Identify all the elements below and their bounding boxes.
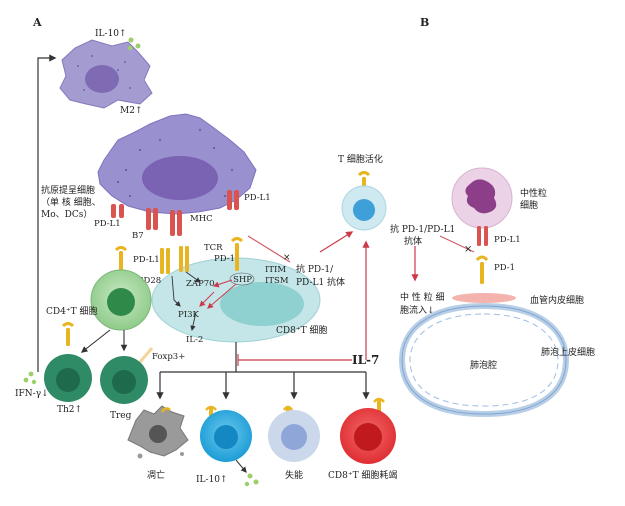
m2-dots xyxy=(77,55,131,91)
itim-label: ITIM xyxy=(265,265,286,275)
il10-cell xyxy=(200,405,252,462)
cd8-cell-label: CD8⁺T 细胞 xyxy=(276,324,327,336)
cd4-pdl1-receptor xyxy=(114,246,128,271)
foxp3-label: Foxp3+ xyxy=(152,352,185,362)
exhaustion-label: CD8⁺T 细胞耗竭 xyxy=(328,469,397,481)
t-activation-cell xyxy=(341,171,387,231)
b-antibody-x-mark: × xyxy=(464,244,472,255)
anergy-cell xyxy=(268,405,320,462)
apoptosis-label: 凋亡 xyxy=(147,469,165,481)
shp-pi3k-inhibit xyxy=(207,283,237,309)
il10-bottom-label: IL-10↑ xyxy=(196,475,228,485)
apc-title-label: 抗原提呈细胞 xyxy=(41,184,95,196)
t-activation-label: T 细胞活化 xyxy=(338,153,383,165)
b7-label: B7 xyxy=(132,231,144,241)
treg-cell xyxy=(100,347,154,404)
b-pd1-label: PD-1 xyxy=(494,263,515,273)
b-anti-line1: 抗 PD-1/PD-L1 xyxy=(390,223,455,235)
il7-label: IL-7 xyxy=(352,353,379,367)
tcr-label: TCR xyxy=(204,243,223,253)
cd28-label: CD28 xyxy=(137,276,161,286)
antibody-x-mark: × xyxy=(283,253,291,263)
pdl1-right-label: PD-L1 xyxy=(244,193,271,203)
pi3k-il2-arrow xyxy=(190,311,197,332)
il10-secrete-arrow xyxy=(235,459,247,473)
neutrophil-label-1: 中性粒 xyxy=(520,187,547,199)
itsm-label: ITSM xyxy=(265,276,289,286)
shp-zap70-inhibit xyxy=(212,279,233,288)
m2-nucleus xyxy=(85,65,119,93)
b-influx-label-1: 中 性 粒 细 xyxy=(400,291,445,303)
anti-pd1-line2: PD-L1 抗体 xyxy=(296,276,345,288)
il10-top-label: IL-10↑ xyxy=(95,29,127,39)
neutrophil-label-2: 细胞 xyxy=(520,199,538,211)
th2-cell xyxy=(44,322,92,402)
cd4-cell-label: CD4⁺T 细胞 xyxy=(46,305,97,317)
apc-pdl1-left xyxy=(111,204,124,218)
zap70-label: ZAP70 xyxy=(186,279,215,289)
ifn-to-m2-arrow xyxy=(37,54,57,372)
apc-b7 xyxy=(146,208,158,230)
pd1-label: PD-1 xyxy=(214,254,235,264)
panel-a-label: A xyxy=(32,16,42,29)
antibody-activation-arrow xyxy=(319,231,354,253)
b-influx-label-2: 胞流入↓ xyxy=(400,304,435,316)
endothelial-pd1 xyxy=(475,255,489,284)
apc-line2-label: （单 核 细胞、 xyxy=(41,196,101,208)
zap70-pi3k-inhibit xyxy=(199,291,215,307)
b-pdl1-label: PD-L1 xyxy=(494,235,521,245)
neutrophil-cell xyxy=(451,167,513,229)
alveolus xyxy=(398,302,570,418)
il10-bottom-dots xyxy=(244,473,259,487)
th2-label: Th2↑ xyxy=(57,405,82,415)
apc-mhc xyxy=(170,210,182,236)
cd28-pi3k-arrow xyxy=(171,275,181,307)
apoptotic-cell xyxy=(127,405,189,459)
anti-pd1-line1: 抗 PD-1/ xyxy=(296,263,334,275)
panel-b-label: B xyxy=(420,16,429,29)
il10-top-dots xyxy=(127,37,141,51)
il2-label: IL-2 xyxy=(186,335,203,345)
tcr-zap70-arrow xyxy=(185,271,201,283)
treg-label: Treg xyxy=(110,411,132,421)
endothelial-label: 血管内皮细胞 xyxy=(530,294,584,306)
apc-dots xyxy=(117,129,233,197)
anergy-label: 失能 xyxy=(285,469,303,481)
shp-label: SHP xyxy=(233,275,252,285)
pdl1-left-label: PD-L1 xyxy=(94,219,121,229)
antibody-inhibit-line xyxy=(247,235,291,263)
cd4-nucleus xyxy=(107,288,135,316)
apc-nucleus xyxy=(142,156,218,200)
shp-oval xyxy=(229,272,255,286)
ifn-dots xyxy=(23,371,37,385)
cd8-tcr xyxy=(179,246,189,272)
apc-line3-label: Mo、DCs） xyxy=(41,209,92,220)
cd8-cd28 xyxy=(160,248,170,274)
b-antibody-inhibit-line xyxy=(439,235,475,253)
exhaustion-cell xyxy=(340,397,396,464)
il7-inhibit-line xyxy=(237,354,352,366)
cd4-th2-arrow xyxy=(80,329,111,353)
m2-label: M2↑ xyxy=(120,106,142,116)
alveolar-label: 肺泡腔 xyxy=(470,359,497,371)
b-anti-line2: 抗体 xyxy=(404,235,422,247)
endothelial-cell xyxy=(452,293,516,303)
pi3k-label: PI3K xyxy=(178,310,199,320)
cd8-pd1 xyxy=(230,237,244,271)
neutrophil-pdl1 xyxy=(477,226,488,246)
mhc-label: MHC xyxy=(190,214,213,224)
cd8-nucleus xyxy=(220,282,304,326)
apc-pdl1-right xyxy=(227,190,239,210)
epithelial-label: 肺泡上皮细胞 xyxy=(541,346,595,358)
cd4-pdl1-label: PD-L1 xyxy=(133,255,160,265)
ifn-label: IFN-γ↓ xyxy=(15,389,49,399)
